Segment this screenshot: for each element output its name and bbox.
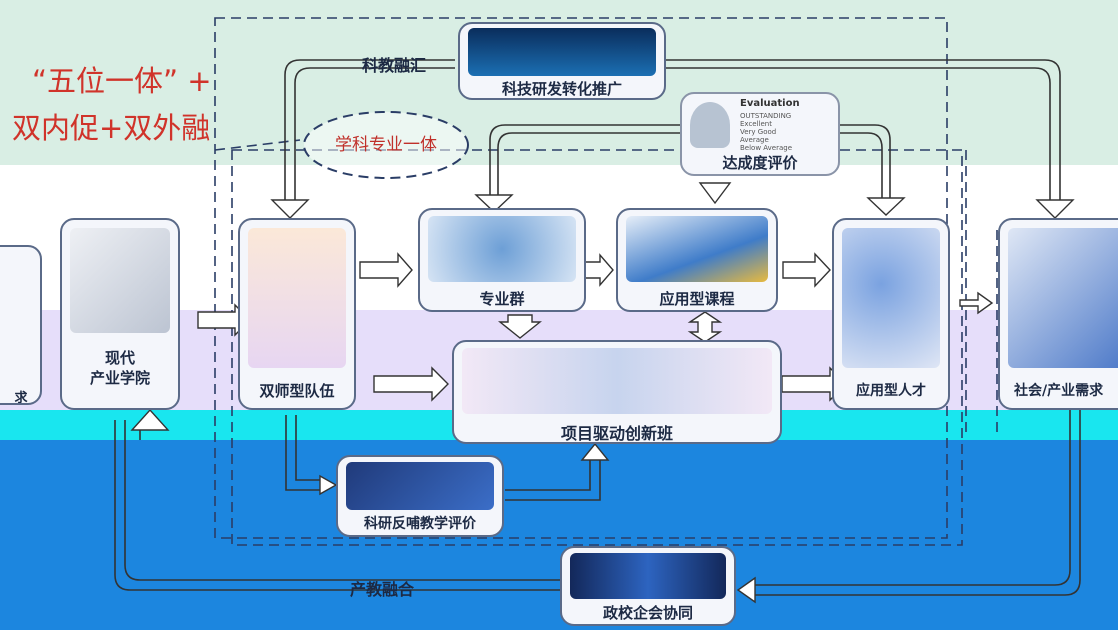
inner-dashed-frame: [231, 149, 963, 546]
node-label: 政校企会协同: [602, 604, 693, 622]
infinity-image: [570, 553, 726, 599]
node-label: 现代 产业学院: [89, 349, 150, 387]
college-building-image: [70, 228, 170, 333]
node-label: 双师型队伍: [259, 382, 335, 400]
node-research-feedback: 科研反哺教学评价: [336, 455, 504, 537]
node-industry-college: 现代 产业学院: [60, 218, 180, 410]
node-label: 科技研发转化推广: [501, 80, 622, 98]
title-line-2: 双内促+双外融: [12, 111, 211, 145]
edge-label-industry-education: 产教融合: [350, 580, 415, 599]
title-line-1: “五位一体” +: [32, 64, 212, 98]
node-label: 应用型人才: [856, 383, 926, 399]
background-band-blue: [0, 440, 1118, 630]
node-left-partial: 求: [0, 245, 42, 405]
node-label: 应用型课程: [659, 290, 735, 308]
node-label: 达成度评价: [722, 154, 798, 172]
node-discipline-integration: [303, 111, 469, 179]
node-label: 社会/产业需求: [1014, 383, 1104, 399]
network-globe-image: [428, 216, 576, 282]
evaluation-sheet-title: Evaluation: [740, 98, 800, 109]
growth-chart-image: [1008, 228, 1118, 368]
books-image: [626, 216, 768, 282]
evaluation-sheet-rows: OUTSTANDING Excellent Very Good Average …: [740, 112, 793, 152]
evaluation-figure-icon: [690, 102, 730, 148]
node-label: 科研反哺教学评价: [364, 516, 476, 532]
node-evaluation: Evaluation OUTSTANDING Excellent Very Go…: [680, 92, 840, 176]
teachers-image: [248, 228, 346, 368]
gears-people-image: [842, 228, 940, 368]
edge-label-science-education: 科教融汇: [362, 56, 427, 75]
node-label-integration: 学科专业一体: [335, 135, 437, 155]
node-label: 求: [14, 391, 28, 405]
node-gov-school-collab: 政校企会协同: [560, 546, 736, 626]
node-dual-teacher: 双师型队伍: [238, 218, 356, 410]
node-research-transfer: 科技研发转化推广: [458, 22, 666, 100]
node-applied-course: 应用型课程: [616, 208, 778, 312]
node-applied-talent: 应用型人才: [832, 218, 950, 410]
tech-hand-image: [346, 462, 494, 510]
students-lab-image: [462, 348, 772, 414]
node-project-class: 项目驱动创新班: [452, 340, 782, 444]
research-image: [468, 28, 656, 76]
node-major-group: 专业群: [418, 208, 586, 312]
node-label: 项目驱动创新班: [560, 424, 673, 443]
node-label: 专业群: [479, 290, 525, 308]
node-society-need: 社会/产业需求: [998, 218, 1118, 410]
